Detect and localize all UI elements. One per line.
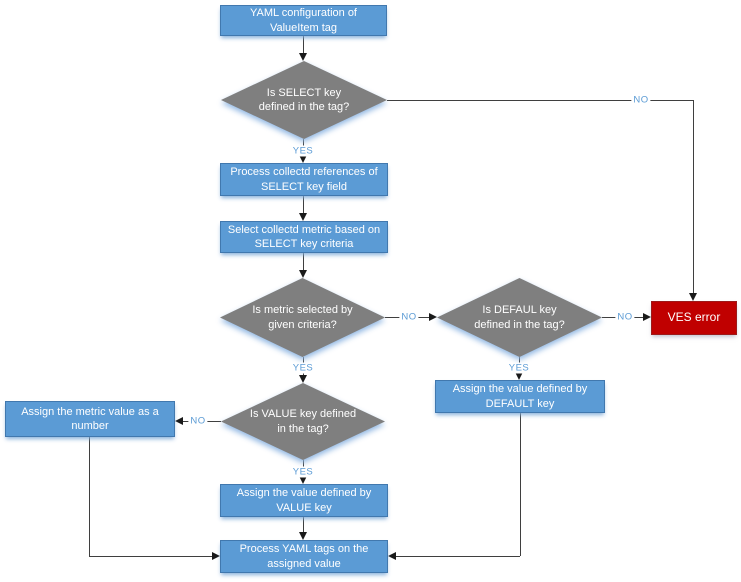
node-label: Assign the metric value as a number — [21, 405, 159, 432]
node-assign-value: Assign the value defined by VALUE key — [220, 484, 388, 517]
connector-segment — [303, 517, 304, 532]
node-label: Is metric selected by given criteria? — [252, 304, 353, 331]
connector-segment — [387, 100, 693, 101]
connector-segment — [303, 36, 304, 57]
arrowhead-icon — [299, 53, 307, 61]
arrowhead-icon — [299, 375, 307, 383]
edge-label-no: NO — [399, 311, 419, 323]
connector-segment — [303, 196, 304, 213]
arrowhead-icon — [388, 552, 396, 560]
node-yaml-config: YAML configuration of ValueItem tag — [220, 5, 387, 36]
node-process-yaml: Process YAML tags on the assigned value — [220, 540, 388, 573]
node-label: Assign the value defined by VALUE key — [236, 487, 372, 514]
node-process-references: Process collectd references of SELECT ke… — [220, 163, 388, 196]
arrowhead-icon — [175, 417, 183, 425]
node-label: Process collectd references of SELECT ke… — [230, 166, 378, 193]
arrowhead-icon — [643, 313, 651, 321]
edge-label-yes: YES — [290, 466, 316, 478]
node-select-metric: Select collectd metric based on SELECT k… — [220, 221, 388, 253]
arrowhead-icon — [429, 313, 437, 321]
edge-label-yes: YES — [290, 362, 316, 374]
decision-is-defaul-key: Is DEFAUL key defined in the tag? — [437, 278, 602, 357]
arrowhead-icon — [299, 476, 307, 484]
arrowhead-icon — [299, 270, 307, 278]
connector-segment — [303, 253, 304, 270]
arrowhead-icon — [299, 532, 307, 540]
node-label: Process YAML tags on the assigned value — [239, 543, 369, 570]
connector-segment — [89, 556, 212, 557]
node-label: Select collectd metric based on SELECT k… — [227, 223, 381, 250]
node-label: Assign the value defined by DEFAULT key — [452, 383, 588, 410]
node-label: Is VALUE key defined in the tag? — [249, 408, 357, 435]
node-assign-default: Assign the value defined by DEFAULT key — [435, 380, 605, 413]
node-assign-metric: Assign the metric value as a number — [5, 401, 175, 437]
node-label: VES error — [667, 310, 721, 325]
arrowhead-icon — [212, 552, 220, 560]
arrowhead-icon — [299, 155, 307, 163]
arrowhead-icon — [689, 293, 697, 301]
edge-label-no: NO — [631, 94, 651, 106]
node-ves-error: VES error — [651, 301, 737, 335]
connector-segment — [520, 413, 521, 556]
node-label: Is DEFAUL key defined in the tag? — [474, 304, 565, 331]
node-label: YAML configuration of ValueItem tag — [249, 7, 357, 34]
connector-segment — [693, 100, 694, 293]
node-label: Is SELECT key defined in the tag? — [258, 86, 350, 113]
edge-label-no: NO — [188, 415, 208, 427]
edge-label-yes: YES — [506, 362, 532, 374]
arrowhead-icon — [299, 213, 307, 221]
connector-segment — [394, 556, 520, 557]
edge-label-yes: YES — [290, 145, 316, 157]
edge-label-no: NO — [615, 311, 635, 323]
decision-is-metric-selected: Is metric selected by given criteria? — [220, 278, 385, 357]
decision-is-value-key: Is VALUE key defined in the tag? — [221, 383, 385, 460]
arrowhead-icon — [515, 372, 523, 380]
connector-segment — [89, 437, 90, 556]
decision-is-select-key: Is SELECT key defined in the tag? — [221, 61, 387, 139]
